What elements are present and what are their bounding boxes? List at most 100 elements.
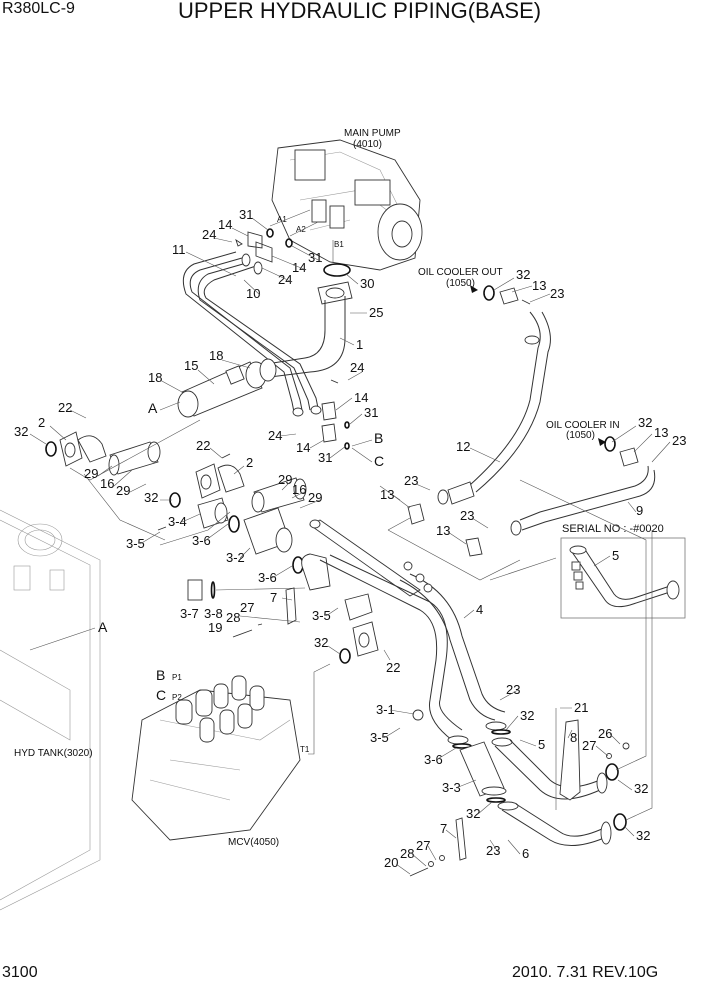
callout: 3-3 bbox=[442, 780, 461, 795]
callout: 5 bbox=[538, 737, 545, 752]
callout: 22 bbox=[386, 660, 400, 675]
page-number: 3100 bbox=[2, 964, 38, 981]
callout: 22 bbox=[196, 438, 210, 453]
callout: 32 bbox=[638, 415, 652, 430]
callout: 1 bbox=[356, 337, 363, 352]
callout: 32 bbox=[634, 781, 648, 796]
callout: 3-5 bbox=[312, 608, 331, 623]
callout: 29 bbox=[308, 490, 322, 505]
oil-cooler-out-code: (1050) bbox=[446, 278, 475, 289]
callout: 14 bbox=[296, 440, 310, 455]
hyd-tank-label: HYD TANK(3020) bbox=[14, 748, 93, 759]
callout: 32 bbox=[520, 708, 534, 723]
callout: 12 bbox=[456, 439, 470, 454]
port-b1-label: B1 bbox=[334, 240, 344, 249]
pipe-1 bbox=[259, 281, 353, 379]
port-t1-label: T1 bbox=[300, 745, 310, 754]
callout: 32 bbox=[636, 828, 650, 843]
callout: 24 bbox=[268, 428, 282, 443]
o-ring-30 bbox=[323, 263, 351, 277]
lower-pipe-group bbox=[409, 479, 653, 877]
callout: 29 bbox=[278, 472, 292, 487]
callout: 31 bbox=[364, 405, 378, 420]
ref-a: A bbox=[148, 400, 158, 416]
callout: 32 bbox=[516, 267, 530, 282]
callout: 3-5 bbox=[370, 730, 389, 745]
callout: 3-1 bbox=[376, 702, 395, 717]
pipes-10-11 bbox=[182, 251, 322, 417]
callout: 32 bbox=[144, 490, 158, 505]
callout: 13 bbox=[654, 425, 668, 440]
ref-a-tank: A bbox=[98, 619, 108, 635]
callout: 20 bbox=[384, 855, 398, 870]
main-pump-drawing: MAIN PUMP (4010) A1 A2 B1 bbox=[269, 128, 423, 271]
callout: 31 bbox=[318, 450, 332, 465]
callout: 13 bbox=[436, 523, 450, 538]
callout: 28 bbox=[400, 846, 414, 861]
hyd-tank-drawing: HYD TANK(3020) bbox=[0, 509, 101, 911]
callout: 9 bbox=[636, 503, 643, 518]
ref-c: C bbox=[374, 453, 384, 469]
callout: 29 bbox=[84, 466, 98, 481]
left-connector-group bbox=[45, 431, 161, 476]
callout: 31 bbox=[308, 250, 322, 265]
oil-cooler-out-group: OIL COOLER OUT (1050) bbox=[418, 267, 551, 493]
callout: 3-6 bbox=[192, 533, 211, 548]
callout: 29 bbox=[116, 483, 130, 498]
callout: 24 bbox=[350, 360, 364, 375]
plug-bracket-group bbox=[187, 579, 306, 638]
callout: 27 bbox=[582, 738, 596, 753]
callout: 30 bbox=[360, 276, 374, 291]
oil-cooler-out-label: OIL COOLER OUT bbox=[418, 267, 503, 278]
callout: 13 bbox=[380, 487, 394, 502]
callout: 31 bbox=[239, 207, 253, 222]
model-number: R380LC-9 bbox=[2, 0, 75, 17]
callout: 27 bbox=[416, 838, 430, 853]
callout: 16 bbox=[100, 476, 114, 491]
callout: 6 bbox=[522, 846, 529, 861]
callout: 14 bbox=[354, 390, 368, 405]
callout: 18 bbox=[148, 370, 162, 385]
callout: 27 bbox=[240, 600, 254, 615]
callout: 3-6 bbox=[258, 570, 277, 585]
arrow-in-icon bbox=[598, 438, 606, 446]
port-p1-label: P1 bbox=[172, 673, 182, 682]
callouts: 31 14 24 11 31 14 24 10 30 25 1 18 15 18… bbox=[14, 207, 686, 870]
mcv-label: MCV(4050) bbox=[228, 837, 279, 848]
revision-date: 2010. 7.31 REV.10G bbox=[512, 964, 659, 981]
o-ring-31 bbox=[285, 238, 293, 248]
callout: 4 bbox=[476, 602, 483, 617]
callout: 2 bbox=[38, 415, 45, 430]
callout: 13 bbox=[532, 278, 546, 293]
callout: 24 bbox=[278, 272, 292, 287]
callout-leaders bbox=[29, 217, 671, 875]
callout: 19 bbox=[208, 620, 222, 635]
callout: 16 bbox=[292, 482, 306, 497]
callout: 3-8 bbox=[204, 606, 223, 621]
mcv-drawing: P1 P2 T1 MCV(4050) bbox=[131, 663, 331, 848]
callout: 23 bbox=[506, 682, 520, 697]
callout: 3-7 bbox=[180, 606, 199, 621]
callout: 24 bbox=[202, 227, 216, 242]
main-pump-code: (4010) bbox=[353, 139, 382, 150]
callout: 2 bbox=[246, 455, 253, 470]
callout: 22 bbox=[58, 400, 72, 415]
callout: 7 bbox=[440, 821, 447, 836]
port-p2-label: P2 bbox=[172, 693, 182, 702]
oil-cooler-in-code: (1050) bbox=[566, 430, 595, 441]
callout: 32 bbox=[314, 635, 328, 650]
callout: 3-2 bbox=[226, 550, 245, 565]
main-pump-label: MAIN PUMP bbox=[344, 128, 401, 139]
port-a1-label: A1 bbox=[277, 215, 287, 224]
callout: 5 bbox=[612, 548, 619, 563]
arrow-out-icon bbox=[470, 285, 478, 293]
callout: 14 bbox=[218, 217, 232, 232]
serial-note: SERIAL NO : -#0020 bbox=[562, 523, 664, 535]
callout: 25 bbox=[369, 305, 383, 320]
callout: 15 bbox=[184, 358, 198, 373]
center-connector-group bbox=[157, 453, 307, 574]
ref-b: B bbox=[374, 430, 383, 446]
callout: 32 bbox=[466, 806, 480, 821]
callout: 23 bbox=[404, 473, 418, 488]
